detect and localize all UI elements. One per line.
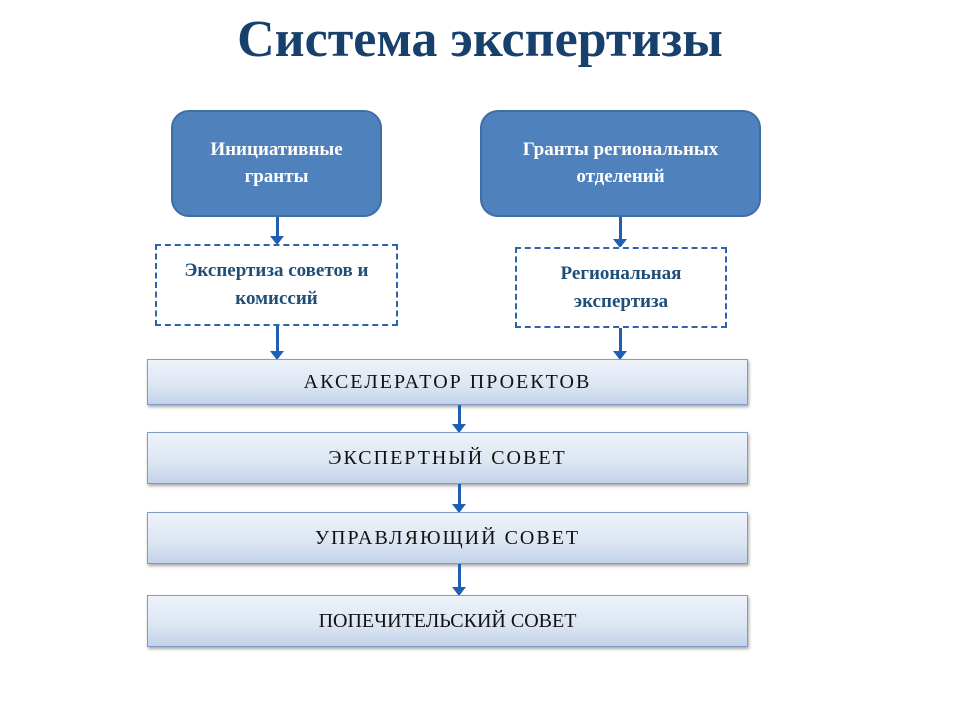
level-accelerator: АКСЕЛЕРАТОР ПРОЕКТОВ bbox=[147, 359, 748, 405]
arrow-down-icon bbox=[613, 328, 627, 360]
arrow-down-icon bbox=[270, 326, 284, 360]
arrow-down-icon bbox=[452, 405, 466, 433]
page-title: Система экспертизы bbox=[237, 11, 723, 68]
initiative-grants-box: Инициативные гранты bbox=[171, 110, 382, 217]
level-expert-council: ЭКСПЕРТНЫЙ СОВЕТ bbox=[147, 432, 748, 484]
arrow-down-icon bbox=[452, 484, 466, 513]
level-board-of-trustees: ПОПЕЧИТЕЛЬСКИЙ СОВЕТ bbox=[147, 595, 748, 647]
level-management-council: УПРАВЛЯЮЩИЙ СОВЕТ bbox=[147, 512, 748, 564]
council-expertise-box: Экспертиза советов и комиссий bbox=[155, 244, 398, 326]
arrow-down-icon bbox=[452, 564, 466, 596]
arrow-down-icon bbox=[270, 217, 284, 245]
arrow-down-icon bbox=[613, 217, 627, 248]
regional-expertise-box: Региональная экспертиза bbox=[515, 247, 727, 328]
regional-grants-box: Гранты региональных отделений bbox=[480, 110, 761, 217]
